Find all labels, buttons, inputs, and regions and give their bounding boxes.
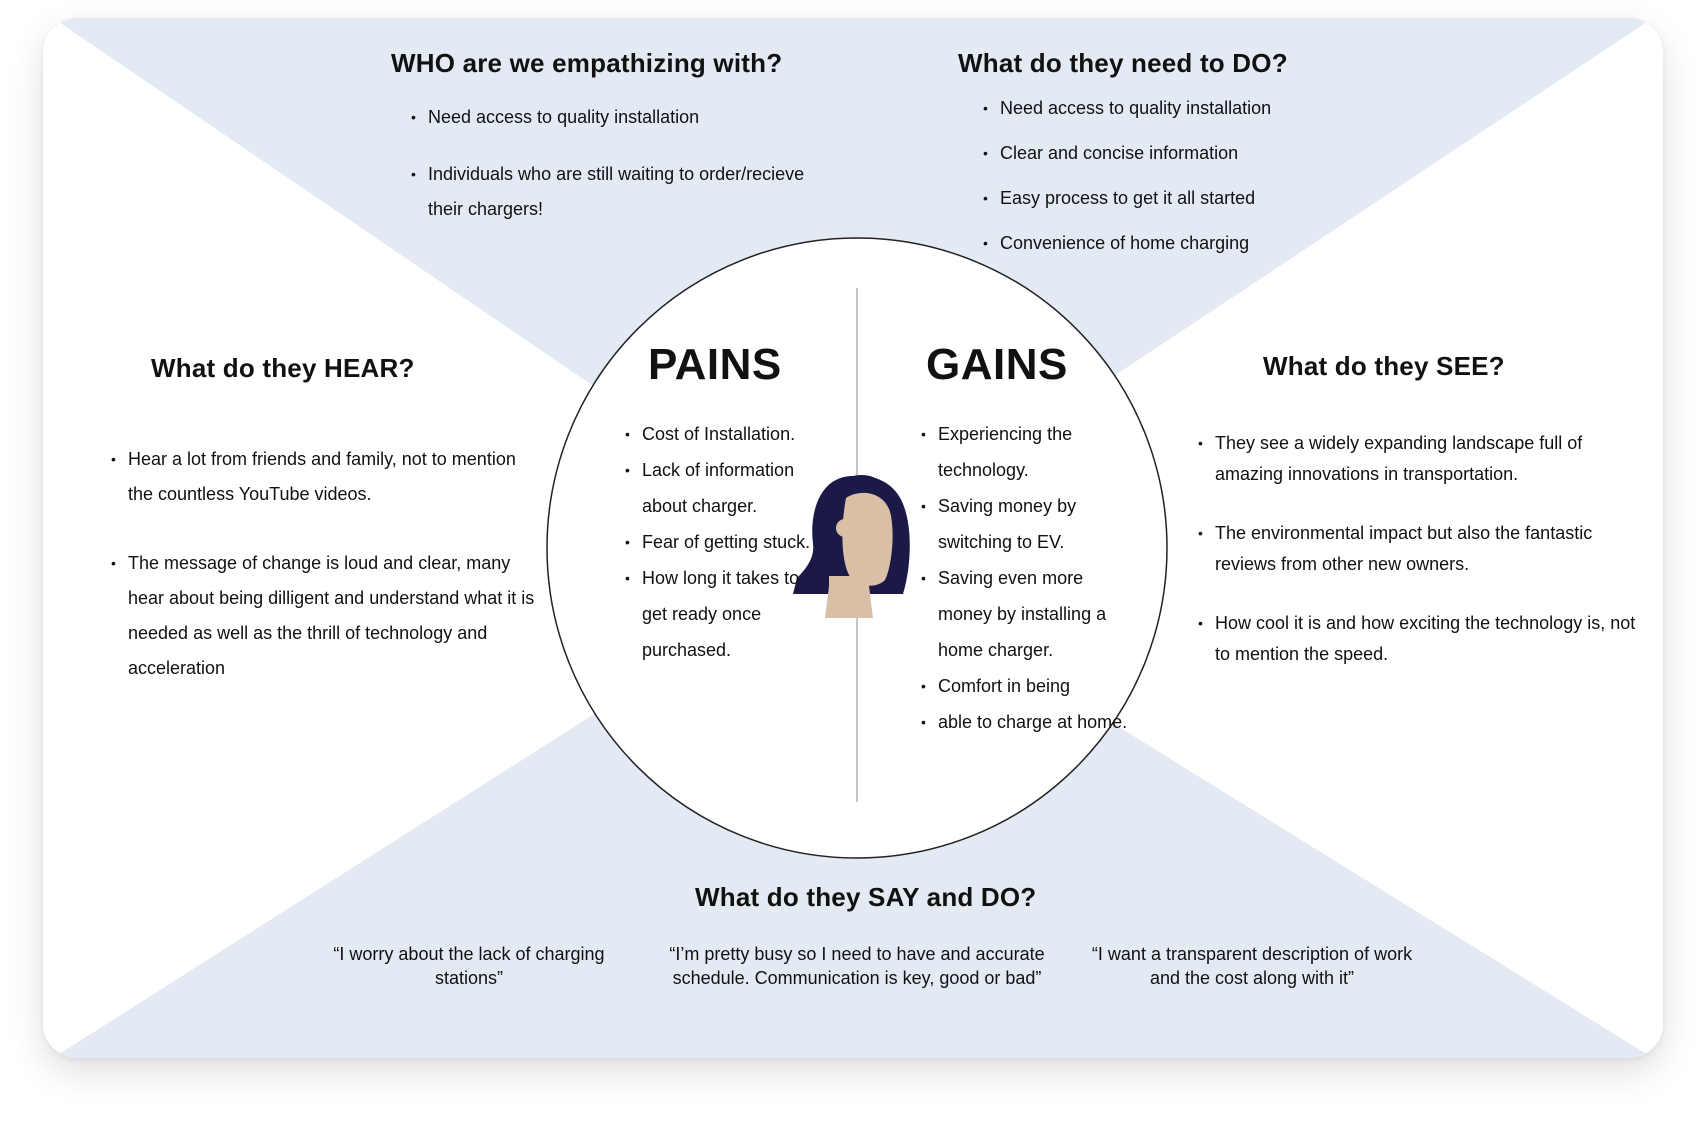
list-item: Need access to quality installation bbox=[411, 100, 841, 135]
list-item: Hear a lot from friends and family, not … bbox=[111, 442, 536, 512]
see-list: They see a widely expanding landscape fu… bbox=[1198, 428, 1638, 670]
list-item: Saving even more money by installing a h… bbox=[921, 560, 1136, 668]
list-item: able to charge at home. bbox=[921, 704, 1136, 740]
list-item: How long it takes to get ready once purc… bbox=[625, 560, 825, 668]
say-heading: What do they SAY and DO? bbox=[695, 882, 1037, 912]
list-item: Fear of getting stuck. bbox=[625, 524, 825, 560]
list-item: Experiencing the technology. bbox=[921, 416, 1136, 488]
pains-heading: PAINS bbox=[648, 340, 782, 389]
hear-list: Hear a lot from friends and family, not … bbox=[111, 442, 536, 686]
do-heading: What do they need to DO? bbox=[958, 48, 1288, 78]
list-item: The message of change is loud and clear,… bbox=[111, 546, 536, 686]
list-item: Cost of Installation. bbox=[625, 416, 825, 452]
list-item: Easy process to get it all started bbox=[983, 186, 1343, 211]
quote-2: “I’m pretty busy so I need to have and a… bbox=[669, 944, 1045, 988]
list-item: Saving money by switching to EV. bbox=[921, 488, 1136, 560]
who-list: Need access to quality installation Indi… bbox=[411, 100, 841, 227]
list-item: They see a widely expanding landscape fu… bbox=[1198, 428, 1638, 490]
quote-1: “I worry about the lack of charging stat… bbox=[333, 944, 605, 988]
list-item: Comfort in being bbox=[921, 668, 1136, 704]
hear-heading: What do they HEAR? bbox=[151, 353, 415, 383]
list-item: Convenience of home charging bbox=[983, 231, 1343, 256]
empathy-map-card: WHO are we empathizing with? Need access… bbox=[43, 18, 1663, 1058]
list-item: Individuals who are still waiting to ord… bbox=[411, 157, 841, 227]
see-heading: What do they SEE? bbox=[1263, 351, 1505, 381]
gains-heading: GAINS bbox=[926, 340, 1068, 389]
list-item: Need access to quality installation bbox=[983, 96, 1343, 121]
who-heading: WHO are we empathizing with? bbox=[391, 48, 783, 78]
list-item: The environmental impact but also the fa… bbox=[1198, 518, 1638, 580]
list-item: Lack of information about charger. bbox=[625, 452, 825, 524]
pains-list: Cost of Installation. Lack of informatio… bbox=[625, 416, 825, 668]
gains-list: Experiencing the technology. Saving mone… bbox=[921, 416, 1136, 740]
quote-3: “I want a transparent description of wor… bbox=[1091, 944, 1413, 988]
list-item: How cool it is and how exciting the tech… bbox=[1198, 608, 1638, 670]
do-list: Need access to quality installation Clea… bbox=[983, 96, 1343, 256]
list-item: Clear and concise information bbox=[983, 141, 1343, 166]
